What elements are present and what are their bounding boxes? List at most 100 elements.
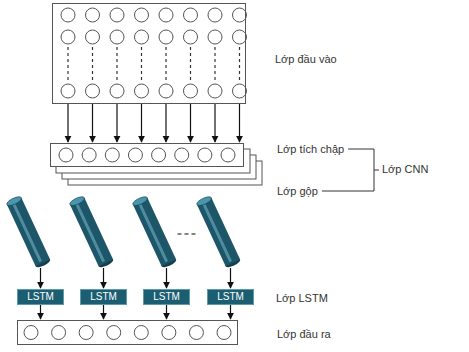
neuron — [135, 30, 149, 44]
layer-label: Lớp gộp — [277, 184, 318, 198]
lstm-cell: LSTM — [143, 289, 190, 305]
flow-arrow — [165, 104, 166, 142]
neuron — [162, 326, 176, 340]
flow-arrow — [103, 268, 104, 288]
neuron — [82, 148, 96, 162]
neuron — [128, 148, 142, 162]
ellipsis-line — [190, 47, 191, 81]
ellipsis-line — [92, 47, 93, 81]
neuron — [105, 148, 119, 162]
cylinder-top — [69, 195, 86, 207]
flow-arrow — [67, 104, 68, 142]
cell-label: LSTM — [90, 292, 117, 302]
neuron — [61, 30, 75, 44]
flow-arrow — [166, 268, 167, 288]
layer-label: Lớp tích chập — [277, 142, 344, 156]
neuron — [86, 30, 100, 44]
group-bracket — [322, 149, 374, 191]
neuron — [134, 326, 148, 340]
output-layer-box: Lớp đầu ra — [17, 320, 238, 345]
neuron — [208, 30, 222, 44]
ellipsis-dash — [185, 233, 189, 234]
neuron-row — [61, 8, 247, 22]
neuron-row — [61, 84, 247, 98]
conv-layer-box: Lớp tích chậpLớp gộp — [50, 143, 244, 167]
lstm-cell: LSTM — [80, 289, 127, 305]
neuron — [135, 8, 149, 22]
neuron — [107, 326, 121, 340]
neuron — [24, 326, 38, 340]
neuron — [184, 84, 198, 98]
cylinder-top — [6, 195, 23, 207]
bracket-tick — [374, 170, 379, 171]
layer-label: Lớp đầu vào — [275, 52, 337, 66]
ellipsis-line — [165, 47, 166, 81]
neuron — [198, 148, 212, 162]
lstm-cylinder — [132, 195, 178, 269]
lstm-cylinder — [196, 195, 242, 269]
group-label: Lớp LSTM — [276, 291, 328, 305]
cylinder-top — [196, 195, 213, 207]
ellipsis-line — [214, 47, 215, 81]
lstm-cylinder — [69, 195, 115, 269]
cylinder-body — [197, 198, 240, 266]
neuron — [110, 84, 124, 98]
cylinder-body — [70, 198, 113, 266]
flow-arrow — [166, 305, 167, 319]
neuron — [86, 84, 100, 98]
ellipsis-dash — [192, 233, 196, 234]
neuron — [217, 326, 231, 340]
input-layer-box: Lớp đầu vào — [52, 3, 246, 104]
group-label: Lớp CNN — [382, 162, 428, 176]
cylinder-shine — [138, 203, 168, 262]
neuron — [189, 326, 203, 340]
neuron — [233, 30, 247, 44]
lstm-cylinder — [6, 195, 52, 269]
neuron — [159, 30, 173, 44]
flow-arrow — [40, 305, 41, 319]
flow-arrow — [230, 268, 231, 288]
neuron — [110, 8, 124, 22]
flow-arrow — [116, 104, 117, 142]
neuron — [233, 84, 247, 98]
neuron — [208, 8, 222, 22]
ellipsis-line — [239, 47, 240, 81]
neuron — [52, 326, 66, 340]
neuron — [221, 148, 235, 162]
neuron — [184, 8, 198, 22]
cylinder-body — [133, 198, 176, 266]
cylinder-top — [132, 195, 149, 207]
neuron — [135, 84, 149, 98]
neuron — [208, 84, 222, 98]
neuron-row — [61, 30, 247, 44]
cell-label: LSTM — [153, 292, 180, 302]
cylinder-shine — [12, 203, 42, 262]
cell-label: LSTM — [27, 292, 54, 302]
ellipsis-line — [67, 47, 68, 81]
front-layer-fill — [50, 143, 244, 167]
ellipsis-lines — [68, 47, 240, 81]
neuron — [159, 84, 173, 98]
cell-label: LSTM — [217, 292, 244, 302]
neuron-row — [24, 326, 231, 340]
neuron — [86, 8, 100, 22]
neuron — [159, 8, 173, 22]
neuron — [79, 326, 93, 340]
flow-arrow — [92, 104, 93, 142]
neuron — [152, 148, 166, 162]
cylinder-shine — [202, 203, 232, 262]
cylinder-body — [7, 198, 50, 266]
cylinder-shine — [75, 203, 105, 262]
ellipsis-dashes — [178, 234, 196, 235]
neuron — [61, 84, 75, 98]
ellipsis-line — [116, 47, 117, 81]
neuron — [61, 8, 75, 22]
flow-arrow — [230, 305, 231, 319]
neuron — [59, 148, 73, 162]
lstm-cell: LSTM — [17, 289, 64, 305]
flow-arrow — [239, 104, 240, 142]
neuron — [110, 30, 124, 44]
neuron — [233, 8, 247, 22]
flow-arrow — [40, 268, 41, 288]
